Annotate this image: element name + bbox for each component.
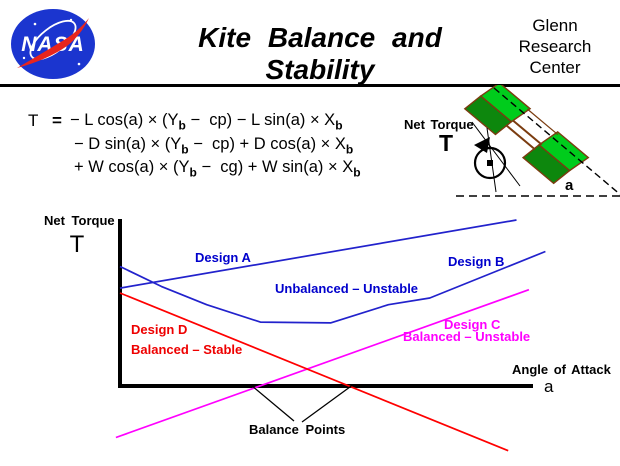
page-title: Kite Balance and Stability bbox=[198, 22, 442, 85]
x-axis-label: Angle of Attack bbox=[512, 362, 611, 377]
equation-line: + W cos(a) × (Yb − cg) + W sin(a) × Xb bbox=[74, 156, 361, 180]
design-c-label: Design C bbox=[444, 317, 501, 332]
balance-points-label: Balance Points bbox=[249, 422, 346, 437]
rotation-arrowhead-icon bbox=[474, 137, 490, 153]
equation-equals: = bbox=[52, 111, 62, 130]
series-design-d bbox=[119, 292, 509, 452]
design-c-stability-label: Balanced – Unstable bbox=[403, 329, 531, 344]
balance-pointer-line bbox=[251, 385, 295, 422]
kite-rail bbox=[505, 124, 536, 151]
torque-equation: T = − L cos(a) × (Yb − cp) − L sin(a) × … bbox=[28, 109, 361, 180]
kite-illustration bbox=[456, 85, 620, 197]
torque-rotation-circle bbox=[473, 146, 507, 180]
box-kite bbox=[463, 85, 590, 185]
equation-line: − D sin(a) × (Yb − cp) + D cos(a) × Xb bbox=[74, 133, 361, 157]
design-b-label: Design B bbox=[448, 254, 505, 269]
kite-axis-dashed-line bbox=[493, 87, 620, 196]
equation-rhs: + W cos(a) × (Yb − cg) + W sin(a) × Xb bbox=[74, 158, 361, 180]
equation-line: T = − L cos(a) × (Yb − cp) − L sin(a) × … bbox=[28, 109, 361, 133]
series-design-b bbox=[119, 250, 546, 324]
org-line: Center bbox=[529, 58, 581, 77]
kite-rail bbox=[526, 108, 559, 136]
kite-rail bbox=[512, 119, 543, 146]
kite-angle-label: a bbox=[565, 177, 574, 194]
kite-torque-symbol: T bbox=[438, 130, 454, 156]
org-name: Glenn Research Center bbox=[498, 15, 612, 78]
design-d-stability-label: Balanced – Stable bbox=[131, 342, 243, 357]
pivot-dot bbox=[487, 160, 493, 166]
kite-cell-side bbox=[521, 143, 571, 185]
equation-lhs: T bbox=[28, 111, 39, 130]
bridle-line bbox=[471, 121, 521, 187]
header-divider bbox=[0, 84, 620, 87]
org-line: Glenn bbox=[532, 16, 578, 35]
balance-pointer-line bbox=[301, 385, 352, 423]
design-a-label: Design A bbox=[195, 250, 251, 265]
kite-net-torque-label: Net Torque bbox=[404, 117, 474, 132]
series-design-c bbox=[115, 288, 530, 439]
y-axis-label: Net Torque bbox=[44, 213, 115, 228]
design-d-label: Design D bbox=[131, 322, 188, 337]
equation-rhs: − L cos(a) × (Yb − cp) − L sin(a) × Xb bbox=[70, 111, 343, 133]
kite-cell-side bbox=[463, 95, 513, 136]
nasa-logo: NASA bbox=[11, 9, 95, 79]
equation-rhs: − D sin(a) × (Yb − cp) + D cos(a) × Xb bbox=[74, 134, 354, 156]
x-axis-symbol: a bbox=[544, 377, 554, 396]
org-line: Research bbox=[518, 37, 592, 56]
unbalanced-unstable-label: Unbalanced – Unstable bbox=[275, 281, 419, 296]
y-axis-symbol: T bbox=[69, 231, 85, 258]
series-design-a bbox=[119, 219, 517, 289]
